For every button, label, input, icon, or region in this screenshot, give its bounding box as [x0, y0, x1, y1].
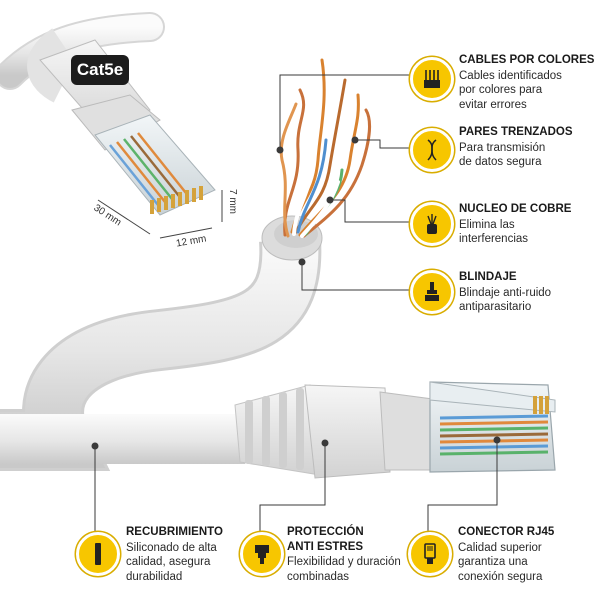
feature-desc: Blindaje anti-ruido antiparasitario [459, 286, 552, 314]
big-rj45-plug [429, 381, 556, 473]
feature-title: BLINDAJE [459, 271, 517, 283]
colored-wires-icon [410, 57, 454, 101]
feature-desc: Siliconado de alta calidad, asegura dura… [126, 541, 217, 583]
coating-icon [76, 532, 120, 576]
feature-desc: Cables identificados por colores para ev… [459, 69, 562, 111]
feature-rj45-connector: CONECTOR RJ45 Calidad superior garantiza… [458, 525, 554, 584]
big-connector-boot [234, 384, 441, 479]
feature-desc: Elimina las interferencias [459, 218, 529, 246]
strain-relief-icon [240, 532, 284, 576]
feature-colored-wires: CABLES POR COLORES Cables identificados … [459, 53, 594, 112]
feature-title: NUCLEO DE COBRE [459, 203, 572, 215]
twisted-pair-icon [410, 128, 454, 172]
rj45-connector-icon [408, 532, 452, 576]
feature-desc: Flexibilidad y duración combinadas [287, 556, 401, 583]
feature-copper-core: NUCLEO DE COBRE Elimina las interferenci… [459, 202, 571, 247]
twisted-wires [279, 58, 371, 238]
feature-coating: RECUBRIMIENTO Siliconado de alta calidad… [126, 525, 223, 584]
dimension-height: 7 mm [227, 189, 238, 214]
feature-strain-relief: PROTECCIÓN ANTI ESTRES Flexibilidad y du… [287, 525, 401, 584]
dimension-lines [97, 190, 223, 239]
small-rj45-connector [39, 39, 216, 216]
copper-core-icon [410, 202, 454, 246]
shield-connector-icon [410, 270, 454, 314]
feature-title: CONECTOR RJ45 [458, 526, 555, 538]
feature-twisted-pairs: PARES TRENZADOS Para transmisión de dato… [459, 125, 573, 170]
feature-desc: Calidad superior garantiza una conexión … [458, 541, 543, 583]
feature-title: CABLES POR COLORES [459, 54, 595, 66]
feature-title: PROTECCIÓN ANTI ESTRES [287, 526, 364, 553]
feature-title: PARES TRENZADOS [459, 126, 573, 138]
feature-desc: Para transmisión de datos segura [459, 141, 546, 169]
cat5e-badge: Cat5e [71, 55, 129, 85]
feature-title: RECUBRIMIENTO [126, 526, 223, 538]
feature-shielding: BLINDAJE Blindaje anti-ruido antiparasit… [459, 270, 551, 315]
